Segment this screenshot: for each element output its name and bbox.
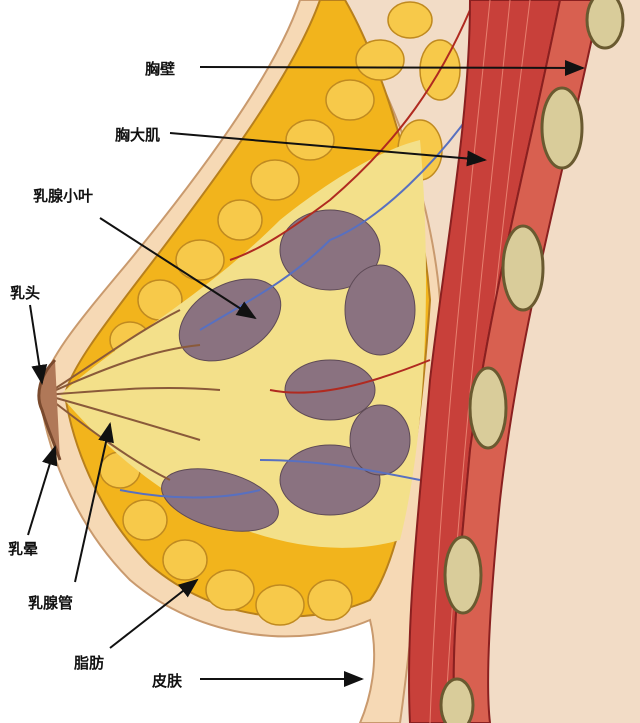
ribs	[439, 0, 625, 723]
label-areola: 乳晕	[8, 540, 39, 558]
label-nipple: 乳头	[10, 284, 41, 302]
label-pectoralis-major: 胸大肌	[115, 126, 161, 144]
label-chest-wall: 胸壁	[145, 60, 176, 78]
fat-lobes	[99, 1, 461, 626]
label-arrows	[27, 59, 585, 687]
label-lobules: 乳腺小叶	[33, 187, 94, 205]
label-skin: 皮肤	[152, 672, 183, 690]
label-ducts: 乳腺管	[28, 594, 74, 612]
label-fat: 脂肪	[74, 654, 105, 672]
milk-ducts	[44, 309, 221, 481]
